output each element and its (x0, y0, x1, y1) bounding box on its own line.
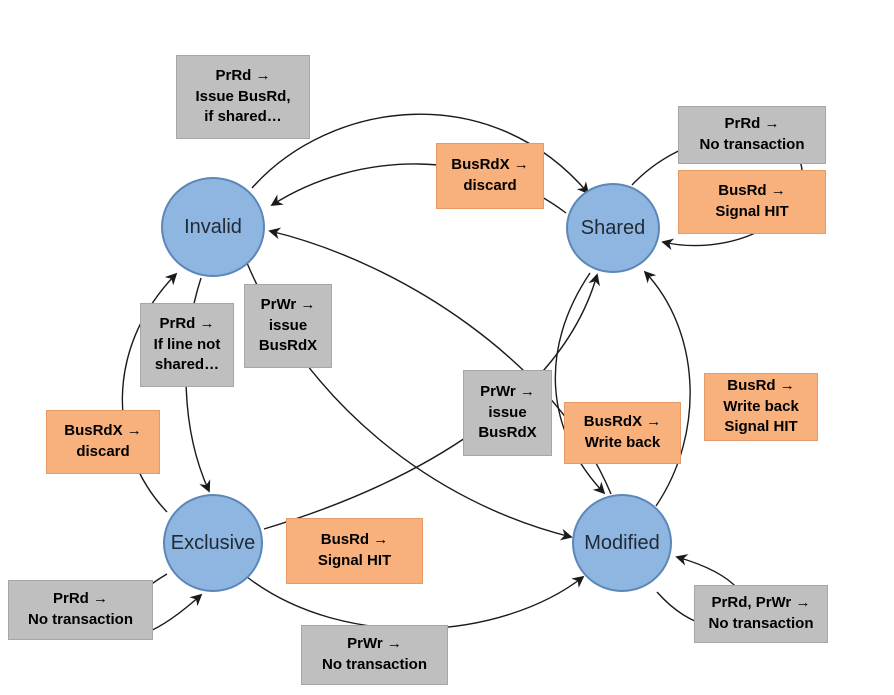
transition-label-modified-self: PrRd, PrWr → No transaction (694, 585, 828, 643)
state-shared: Shared (566, 183, 660, 273)
state-invalid: Invalid (161, 177, 265, 277)
arrow-exclusive-to-modified (246, 575, 585, 630)
transition-label-invalid-to-modified: PrWr → issue BusRdX (244, 284, 332, 368)
state-exclusive-label: Exclusive (170, 531, 256, 554)
state-modified: Modified (572, 494, 672, 592)
transition-label-shared-self-busrd: BusRd → Signal HIT (678, 170, 826, 234)
transition-label-invalid-to-shared: PrRd → Issue BusRd, if shared… (176, 55, 310, 139)
transition-label-exclusive-to-shared: BusRd → Signal HIT (286, 518, 423, 584)
transition-label-invalid-to-exclusive: PrRd → If line not shared… (140, 303, 234, 387)
arrow-shared-to-modified (554, 272, 606, 495)
state-shared-label: Shared (580, 216, 646, 239)
transition-label-exclusive-to-modified: PrWr → No transaction (301, 625, 448, 685)
transition-label-shared-self-prrd: PrRd → No transaction (678, 106, 826, 164)
arrow-invalid-to-shared (251, 113, 590, 195)
state-exclusive: Exclusive (163, 494, 263, 592)
transition-label-modified-to-shared: BusRd → Write back Signal HIT (704, 373, 818, 441)
state-modified-label: Modified (584, 531, 660, 554)
transition-label-exclusive-self: PrRd → No transaction (8, 580, 153, 640)
state-invalid-label: Invalid (184, 215, 242, 238)
arrow-modified-to-shared (643, 270, 691, 507)
transition-label-modified-to-invalid: BusRdX → Write back (564, 402, 681, 464)
transition-label-shared-to-invalid: BusRdX → discard (436, 143, 544, 209)
transition-label-exclusive-to-invalid: BusRdX → discard (46, 410, 160, 474)
transition-label-shared-to-modified: PrWr → issue BusRdX (463, 370, 552, 456)
